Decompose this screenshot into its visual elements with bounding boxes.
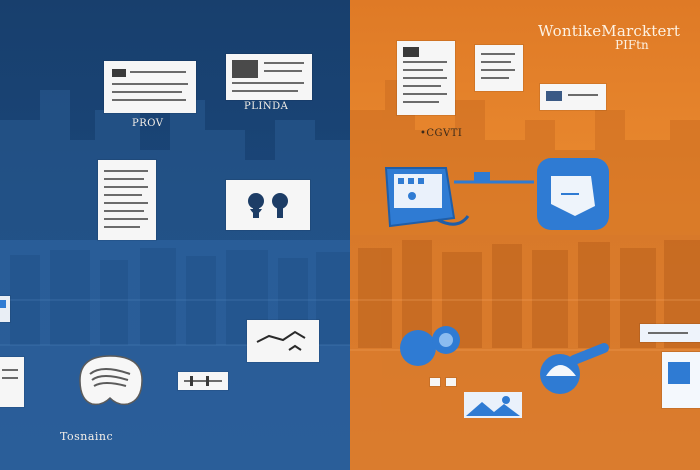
page-title: WontikeMarcktert (538, 22, 681, 40)
plinda-label: PLINDA (244, 101, 289, 112)
tiny-tile (430, 378, 440, 386)
right-banner-card (540, 84, 606, 110)
photo-icon (464, 392, 522, 418)
left-panel: PROV PLINDA (0, 0, 350, 470)
router-icon (537, 158, 609, 230)
people-icon (248, 193, 288, 218)
page-subtitle: PIFtn (615, 38, 649, 52)
doc-card-plinda (226, 54, 312, 100)
edge-widget (0, 296, 10, 322)
right-note-card (475, 45, 523, 91)
doc-card-prov (104, 61, 196, 113)
board-icon (384, 167, 534, 228)
cgvti-label: •CGVTI (420, 128, 463, 139)
speaker-icon (400, 326, 460, 366)
tiny-tile-2 (446, 378, 456, 386)
right-city-skyline (350, 80, 700, 470)
edge-card (0, 357, 24, 407)
signal-icon (256, 330, 306, 351)
right-panel: •CGVTI (350, 0, 700, 470)
right-edge-device (662, 352, 700, 408)
slider-widget (178, 372, 228, 390)
signal-card (247, 320, 319, 362)
lamp-icon (540, 343, 609, 394)
people-card (226, 180, 310, 230)
document-icon (98, 160, 156, 240)
right-doc-card (397, 41, 455, 115)
prov-label: PROV (132, 118, 164, 129)
tosnainc-label: Tosnainc (60, 430, 114, 443)
gamepad-icon (79, 355, 143, 406)
right-edge-bar (640, 324, 700, 342)
